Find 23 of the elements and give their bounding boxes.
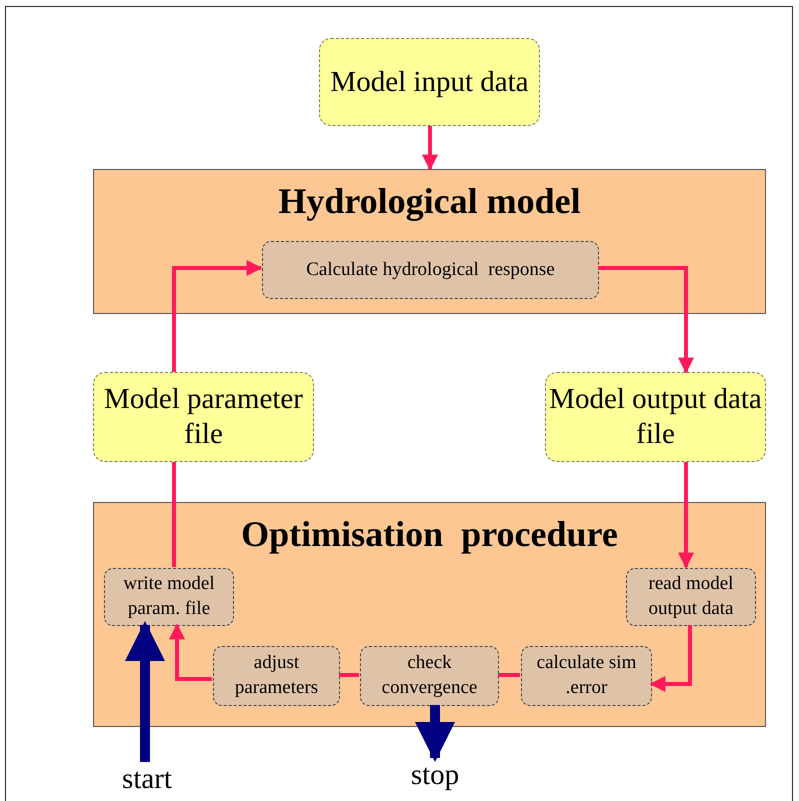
arrow — [172, 260, 263, 372]
arrow — [598, 266, 694, 374]
process-box: adjust parameters — [213, 646, 340, 706]
process-box: check convergence — [360, 646, 499, 706]
process-box: read model output data — [626, 568, 756, 626]
arrow — [415, 705, 455, 762]
data-box: Model input data — [319, 38, 540, 126]
arrow — [678, 462, 694, 569]
arrow — [649, 625, 692, 692]
process-box: calculate sim .error — [521, 646, 652, 706]
terminal-label: stop — [410, 758, 460, 792]
arrow — [125, 621, 165, 762]
arrow — [422, 126, 438, 171]
data-box: Model output data file — [545, 372, 766, 462]
panel-title: Hydrological model — [278, 180, 581, 222]
module-panel — [93, 169, 766, 314]
data-box: Model parameter file — [93, 372, 314, 462]
process-box: Calculate hydrological response — [262, 241, 599, 299]
process-box: write model param. file — [104, 568, 234, 626]
panel-title: Optimisation procedure — [241, 513, 618, 555]
terminal-label: start — [122, 762, 172, 796]
arrow — [169, 623, 212, 681]
module-panel — [93, 502, 766, 727]
